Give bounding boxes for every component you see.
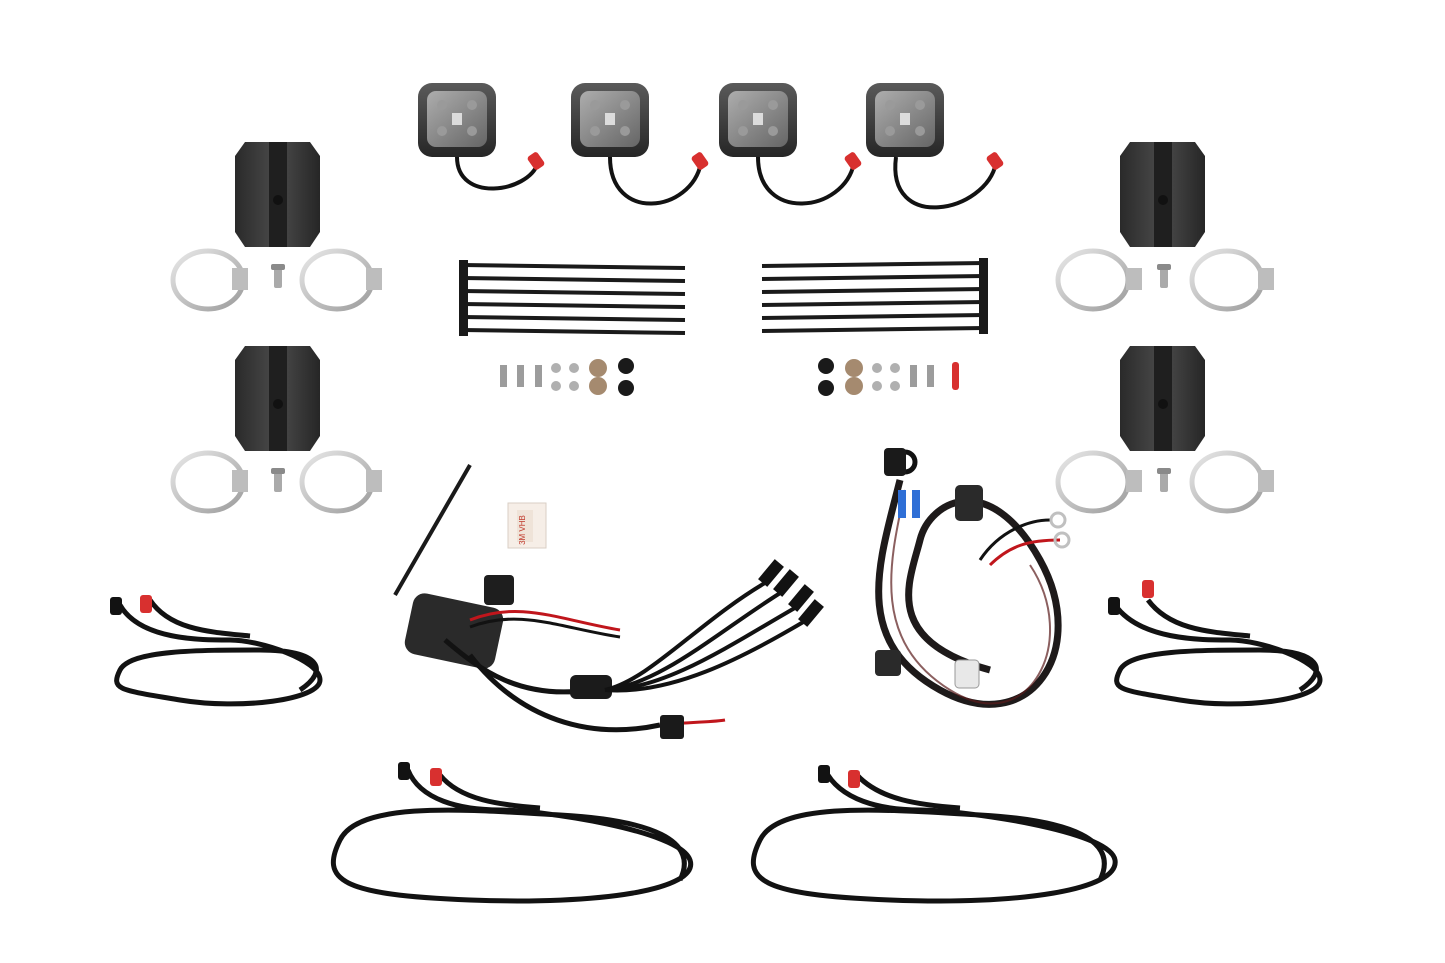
mount-bracket — [1120, 142, 1205, 247]
led-pod — [571, 83, 709, 206]
mount-bracket — [235, 346, 320, 451]
mount-brackets — [235, 142, 1205, 451]
mount-bracket — [235, 142, 320, 247]
extension-cable-bottom-right — [750, 765, 1118, 904]
hardware-right — [818, 358, 959, 396]
controller-harness: 3M VHB — [393, 464, 824, 739]
bolts — [271, 264, 1171, 492]
relay-harness — [875, 448, 1071, 708]
vhb-tape: 3M VHB — [507, 502, 547, 549]
hose-clamps — [170, 248, 1274, 514]
extension-cable-right — [1108, 580, 1323, 707]
led-pod — [719, 83, 862, 206]
led-pods — [418, 83, 1004, 210]
led-pod — [418, 83, 545, 191]
extension-cable-left — [110, 595, 323, 707]
svg-text:3M VHB: 3M VHB — [518, 515, 527, 545]
extension-cables — [110, 580, 1323, 904]
zip-ties — [461, 261, 986, 335]
mount-bracket — [1120, 346, 1205, 451]
extension-cable-bottom-left — [330, 762, 694, 904]
led-pod — [866, 83, 1004, 210]
hardware-left — [500, 358, 634, 396]
